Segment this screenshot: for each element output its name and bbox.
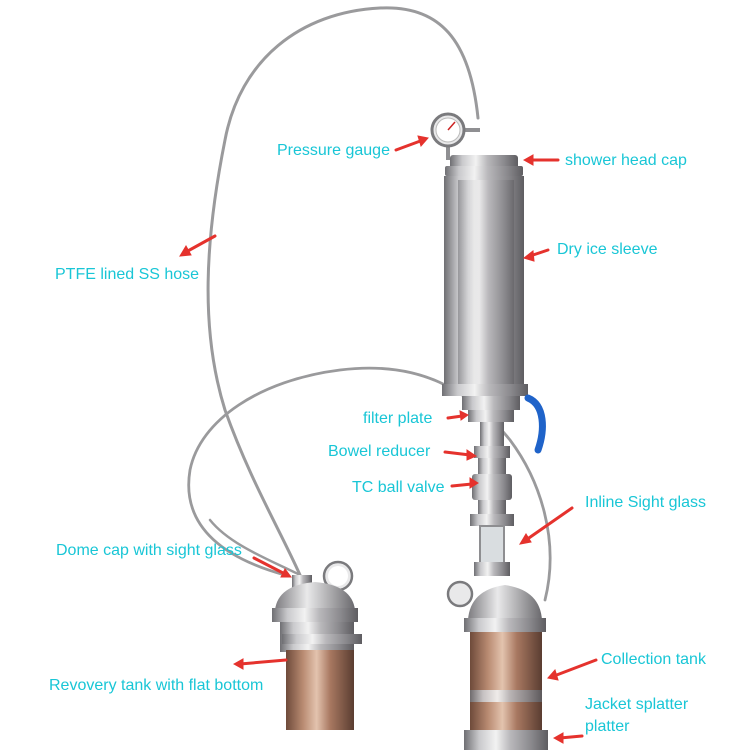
label-ptfe-hose: PTFE lined SS hose [55,266,200,283]
label-recovery-tank: Revovery tank with flat bottom [49,677,264,694]
arrowhead-pressure-gauge [417,135,429,148]
collection-tank [446,580,546,750]
arrow-filter-plate [446,414,464,420]
arrow-dome-cap [252,556,287,576]
label-collection-tank: Collection tank [601,651,706,668]
arrow-sight-glass [524,506,574,542]
arrow-tc-valve [450,482,474,488]
label-tc-ball-valve: TC ball valve [352,479,445,496]
arrowhead-sight-glass [519,533,532,545]
label-jacket-platter: Jacket splatter platter [585,696,689,735]
arrowhead-tc-valve [469,477,479,489]
arrowhead-ptfe-hose [179,245,192,257]
label-filter-plate: filter plate [363,410,433,427]
label-dome-cap: Dome cap with sight glass [56,542,242,559]
arrowhead-dome-cap [280,568,292,578]
blue-valve-handle [524,394,546,454]
shower-head-cap [445,155,523,176]
inline-sight-glass [474,525,510,576]
arrow-recovery-tank [238,658,288,666]
arrowhead-bowel-reducer [466,449,478,461]
tc-ball-valve [470,458,514,526]
arrowhead-filter-plate [459,410,469,421]
recovery-tank [272,560,362,730]
label-shower-head-cap: shower head cap [565,152,687,169]
arrow-jacket-platter [558,734,584,740]
arrow-bowel-reducer [443,450,472,457]
pressure-gauge [430,112,480,160]
arrowhead-dry-ice [522,250,535,262]
arrow-collection-tank [552,658,598,678]
ptfe-hose [187,6,552,602]
callout-arrows [179,135,598,744]
jacket-splatter-platter [464,730,548,750]
dry-ice-sleeve [442,176,528,396]
label-dry-ice-sleeve: Dry ice sleeve [557,241,658,258]
label-inline-sight-glass: Inline Sight glass [585,494,706,511]
arrowhead-recovery-tank [232,658,244,670]
label-bowel-reducer: Bowel reducer [328,443,431,460]
arrow-ptfe-hose [184,234,217,254]
arrowhead-shower-head [522,154,534,166]
label-pressure-gauge: Pressure gauge [277,142,390,159]
bowel-reducer [474,422,510,458]
arrowhead-collection-tank [547,668,559,681]
arrow-pressure-gauge [394,138,425,152]
filter-plate [462,396,520,422]
arrowhead-jacket-platter [552,732,564,744]
